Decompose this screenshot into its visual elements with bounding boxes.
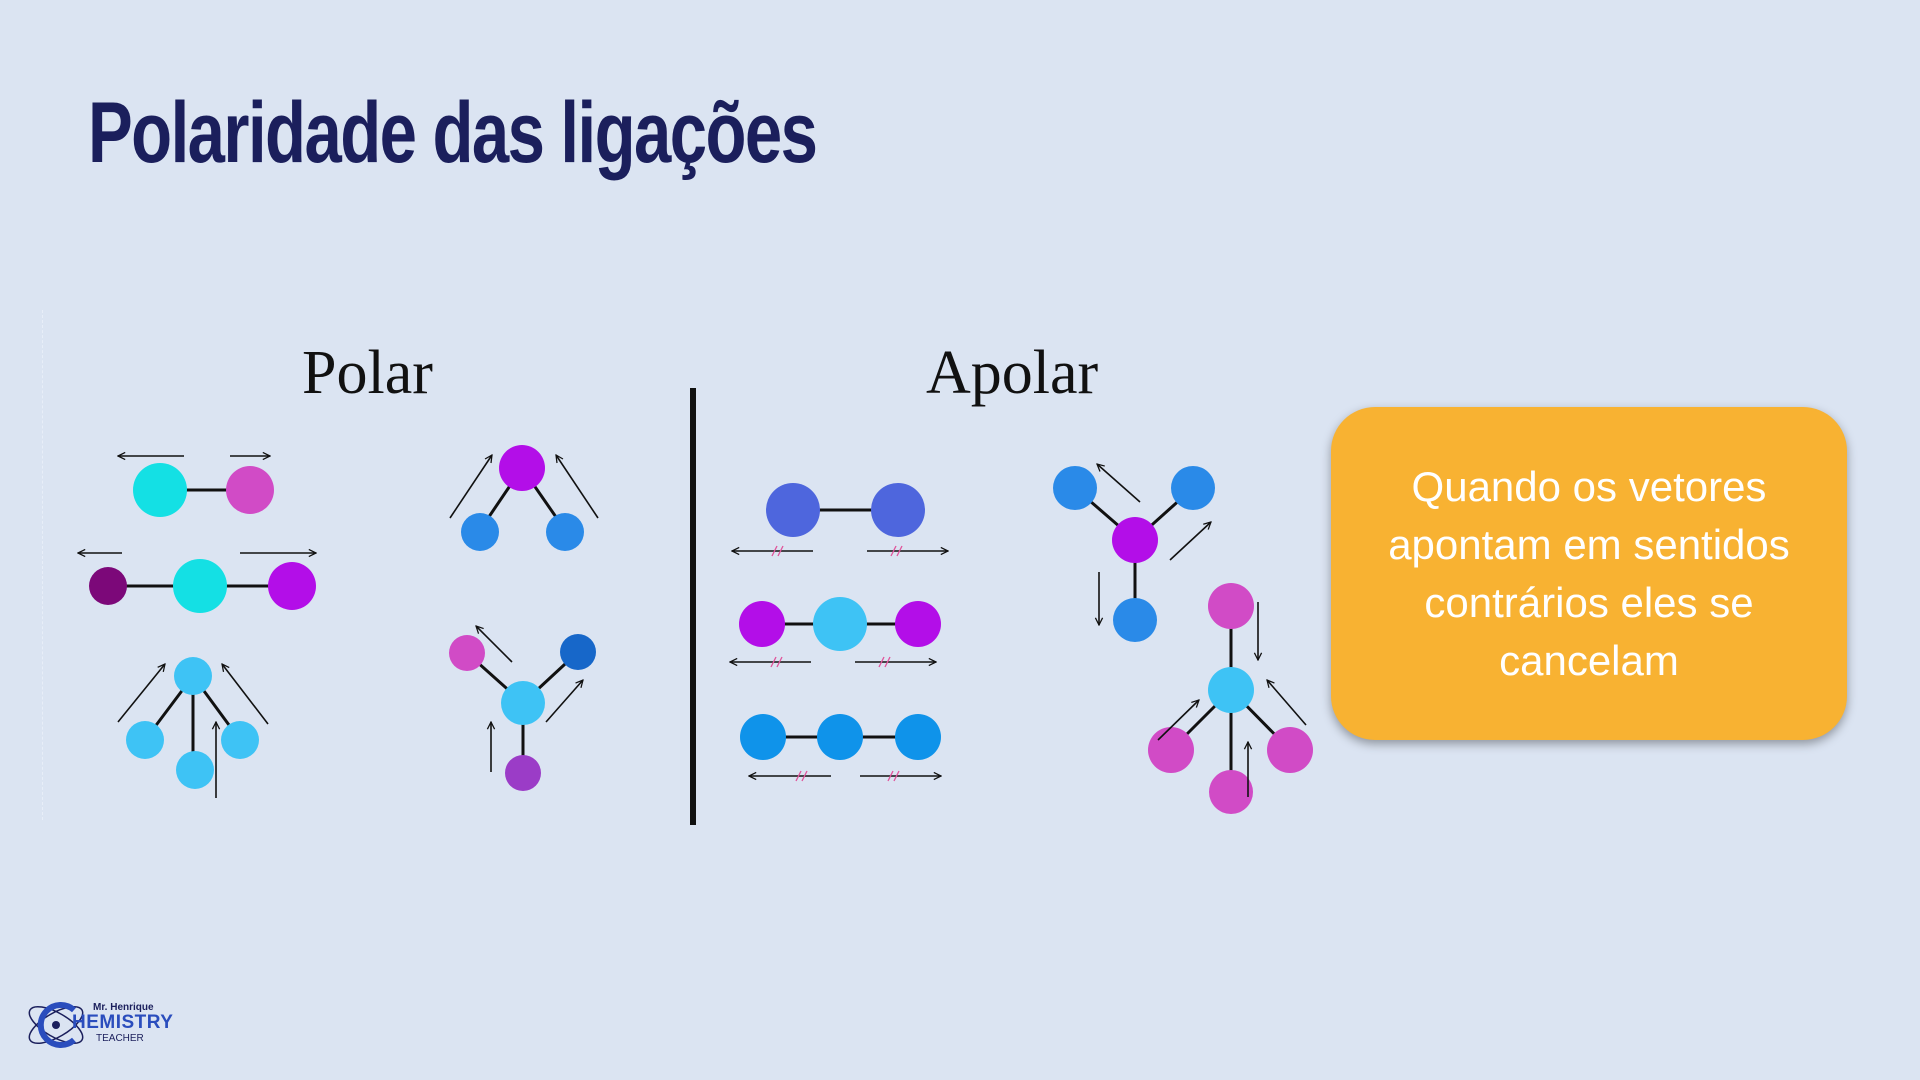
cancel-mark: [887, 770, 894, 782]
cancel-mark: [776, 656, 783, 668]
callout-text: Quando os vetores apontam em sentidos co…: [1388, 462, 1790, 684]
vector-arrow: [117, 664, 165, 723]
cancel-mark: [801, 770, 808, 782]
molecule-group: [78, 445, 1313, 814]
atom: [895, 714, 941, 760]
atom: [174, 657, 212, 695]
atom: [449, 635, 485, 671]
atom: [1208, 583, 1254, 629]
atom: [1112, 517, 1158, 563]
atom: [817, 714, 863, 760]
atom: [1209, 770, 1253, 814]
vector-arrow: [476, 626, 513, 663]
vector-arrow: [1169, 522, 1211, 561]
atom: [226, 466, 274, 514]
vector-arrow: [1157, 700, 1199, 741]
atom: [221, 721, 259, 759]
atom: [499, 445, 545, 491]
cancel-mark: [771, 545, 778, 557]
polar-heading: Polar: [302, 339, 433, 407]
guide-line: [42, 310, 44, 820]
atom: [871, 483, 925, 537]
atom: [740, 714, 786, 760]
atom: [1171, 466, 1215, 510]
cancel-mark: [890, 545, 897, 557]
atom: [560, 634, 596, 670]
vector-arrow: [556, 455, 599, 519]
atom: [505, 755, 541, 791]
logo-top-text: Mr. Henrique: [93, 1002, 154, 1013]
atom: [173, 559, 227, 613]
atom: [176, 751, 214, 789]
cancel-mark: [770, 656, 777, 668]
atom: [268, 562, 316, 610]
vector-arrow: [1267, 680, 1307, 726]
atom-icon: [28, 1002, 84, 1048]
cancel-mark: [795, 770, 802, 782]
callout-box: Quando os vetores apontam em sentidos co…: [1331, 407, 1847, 740]
atom: [1267, 727, 1313, 773]
atom: [1113, 598, 1157, 642]
section-divider: [690, 388, 696, 825]
atom: [1148, 727, 1194, 773]
atom: [126, 721, 164, 759]
atom: [739, 601, 785, 647]
atom: [546, 513, 584, 551]
brand-logo: Mr. Henrique HEMISTRY TEACHER: [20, 985, 180, 1065]
cancel-mark: [777, 545, 784, 557]
atom: [813, 597, 867, 651]
atom: [461, 513, 499, 551]
cancel-mark: [896, 545, 903, 557]
atom: [1053, 466, 1097, 510]
apolar-heading: Apolar: [926, 339, 1099, 407]
atom: [89, 567, 127, 605]
logo-main-text: HEMISTRY: [72, 1012, 174, 1033]
vector-arrow: [222, 664, 269, 725]
atom: [1208, 667, 1254, 713]
atom: [501, 681, 545, 725]
cancel-mark: [893, 770, 900, 782]
cancel-mark: [878, 656, 885, 668]
vector-arrow: [449, 455, 492, 519]
atom: [766, 483, 820, 537]
slide-title: Polaridade das ligações: [88, 85, 818, 181]
vector-arrow: [545, 680, 583, 723]
logo-sub-text: TEACHER: [96, 1033, 144, 1044]
atom: [133, 463, 187, 517]
cancel-mark: [884, 656, 891, 668]
atom: [895, 601, 941, 647]
vector-arrow: [1097, 464, 1141, 503]
